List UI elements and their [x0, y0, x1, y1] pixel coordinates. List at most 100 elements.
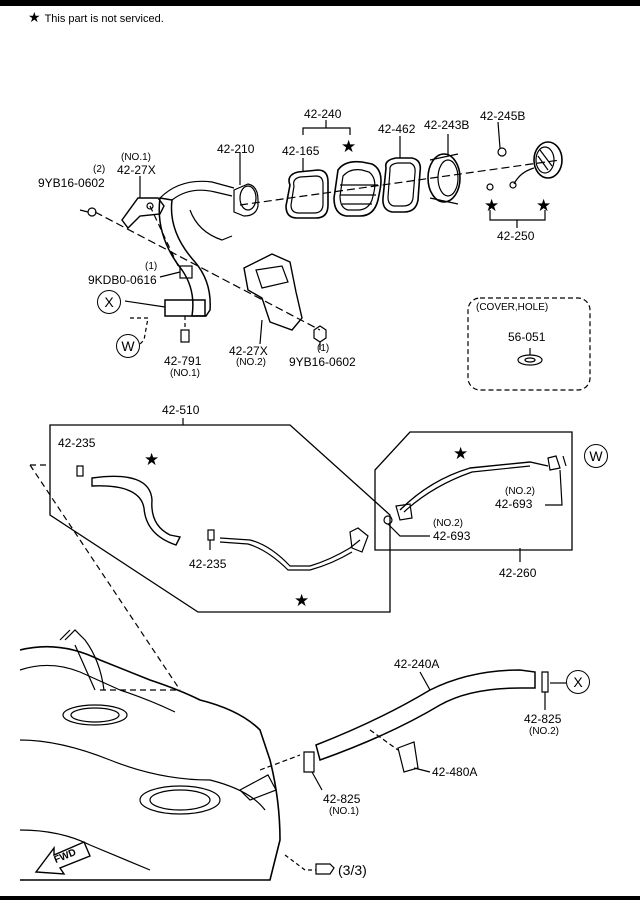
- guide-825-no1: [259, 754, 301, 771]
- label-42-260: 42-260: [499, 566, 537, 580]
- legend-note-text: This part is not serviced.: [44, 13, 164, 25]
- label-42-791: 42-791: [164, 354, 202, 368]
- bolt-9YB16-top: [87, 207, 97, 217]
- hose-42-510: [91, 475, 182, 546]
- cap-42-250: [533, 141, 563, 179]
- ring-42-243B-inner: [437, 159, 459, 197]
- label-42-27X-bottom: 42-27X: [229, 344, 268, 358]
- leader-42-240A: [419, 671, 431, 691]
- label-cover-hole: (COVER,HOLE): [476, 302, 549, 313]
- clip-42-791: [180, 329, 190, 343]
- protector-42-480A: [397, 741, 419, 773]
- label-qty-1-a: (1): [145, 261, 158, 272]
- label-42-210: 42-210: [217, 142, 255, 156]
- label-42-235-a: 42-235: [58, 436, 96, 450]
- bracket-plate: [255, 265, 289, 289]
- ring-42-240-inner: [339, 169, 376, 211]
- cover-56-051-hole: [524, 357, 536, 363]
- legend-note: ★This part is not serviced.: [28, 10, 164, 25]
- clip-42-235-a: [76, 465, 84, 477]
- gasket-42-165: [285, 169, 329, 219]
- label-qty-1-b: (1): [317, 343, 330, 354]
- clamp-42-825-no2: [541, 671, 549, 693]
- tube-42-510: [219, 537, 361, 567]
- tank-vent-hose: [64, 629, 105, 691]
- label-no2-693-b: (NO.2): [433, 518, 463, 529]
- gasket-42-462: [382, 157, 422, 213]
- cap-tether: [513, 167, 535, 185]
- clamp-42-825-no1: [303, 751, 315, 773]
- leader-9KDB0: [159, 271, 181, 278]
- leader-42-245B: [497, 121, 501, 149]
- label-42-235-b: 42-235: [189, 557, 227, 571]
- label-qty-2: (2): [93, 164, 106, 175]
- ring-42-240: [333, 160, 382, 217]
- hose-kit-42-510-box: [49, 424, 391, 613]
- fwd-arrow: [34, 841, 91, 875]
- leader-w: [130, 317, 149, 345]
- cap-face: [535, 146, 555, 174]
- label-42-825-no2: 42-825: [524, 712, 562, 726]
- fuel-tank: [19, 645, 281, 881]
- line-42-260: [399, 461, 549, 511]
- callout-x-top: X: [97, 290, 121, 314]
- gasket-42-462-inner: [387, 162, 416, 207]
- bracket-hole: [146, 202, 154, 210]
- star-icon: ★: [453, 444, 469, 463]
- valve-42-510: [349, 527, 369, 553]
- bottom-border: [0, 896, 640, 900]
- star-icon: ★: [144, 450, 160, 469]
- nut-9YB16-bottom: [313, 325, 327, 343]
- leader-42-240: [302, 127, 351, 135]
- clip-42-235-b: [207, 529, 215, 541]
- star-icon: ★: [484, 196, 500, 215]
- callout-w-top: W: [116, 334, 140, 358]
- callout-x-bottom: X: [566, 670, 590, 694]
- clip-42-693-a: [562, 455, 567, 467]
- tank-sender-ring: [139, 785, 221, 815]
- breather-pipe: [159, 180, 235, 201]
- cover-56-051: [517, 354, 543, 366]
- tank-pump-ring-inner: [70, 707, 120, 723]
- star-icon: ★: [536, 196, 552, 215]
- tank-sender-ring-inner: [149, 789, 211, 811]
- leader-42-825-no1: [311, 771, 323, 791]
- leader-42-693-a: [545, 469, 563, 506]
- label-42-693-a: 42-693: [495, 497, 533, 511]
- connector-42-693-a: [547, 455, 561, 471]
- label-42-510: 42-510: [162, 403, 200, 417]
- leader-9YB16-top: [79, 209, 89, 213]
- star-icon: ★: [28, 9, 41, 25]
- label-9KDB0: 9KDB0-0616: [88, 273, 157, 287]
- label-42-825-no1: 42-825: [323, 792, 361, 806]
- label-no1-825: (NO.1): [329, 806, 359, 817]
- cap-grip: [537, 149, 553, 171]
- breather-pipe-2: [189, 209, 233, 241]
- tank-contour-3: [19, 829, 151, 871]
- guide-480A: [369, 729, 399, 751]
- tether-clip: [486, 183, 494, 191]
- tank-inlet: [239, 774, 277, 801]
- clip-42-245B: [497, 147, 507, 157]
- tank-contour-1: [19, 664, 176, 713]
- label-9YB16-top: 9YB16-0602: [38, 176, 105, 190]
- dashed-guide-left: [29, 464, 181, 691]
- label-no2-825: (NO.2): [529, 726, 559, 737]
- bracket-42-27X-no1: [121, 197, 165, 230]
- label-42-245B: 42-245B: [480, 109, 526, 123]
- tank-pump-ring: [62, 704, 128, 726]
- ring-ribs: [340, 184, 378, 205]
- filler-neck-mouth: [239, 185, 257, 211]
- ring-42-243B: [427, 153, 461, 203]
- label-no2-693-a: (NO.2): [505, 486, 535, 497]
- filler-pipe-42-210: [158, 197, 211, 317]
- filler-neck: [233, 183, 259, 217]
- cover-hole-box: [467, 297, 591, 391]
- tank-contour-2: [19, 739, 266, 811]
- gasket-42-165-inner: [290, 175, 324, 214]
- label-no1-791: (NO.1): [170, 368, 200, 379]
- leader-x: [124, 300, 166, 308]
- bracket-42-27X-no2: [243, 253, 303, 331]
- connector-42-693-b: [395, 503, 413, 521]
